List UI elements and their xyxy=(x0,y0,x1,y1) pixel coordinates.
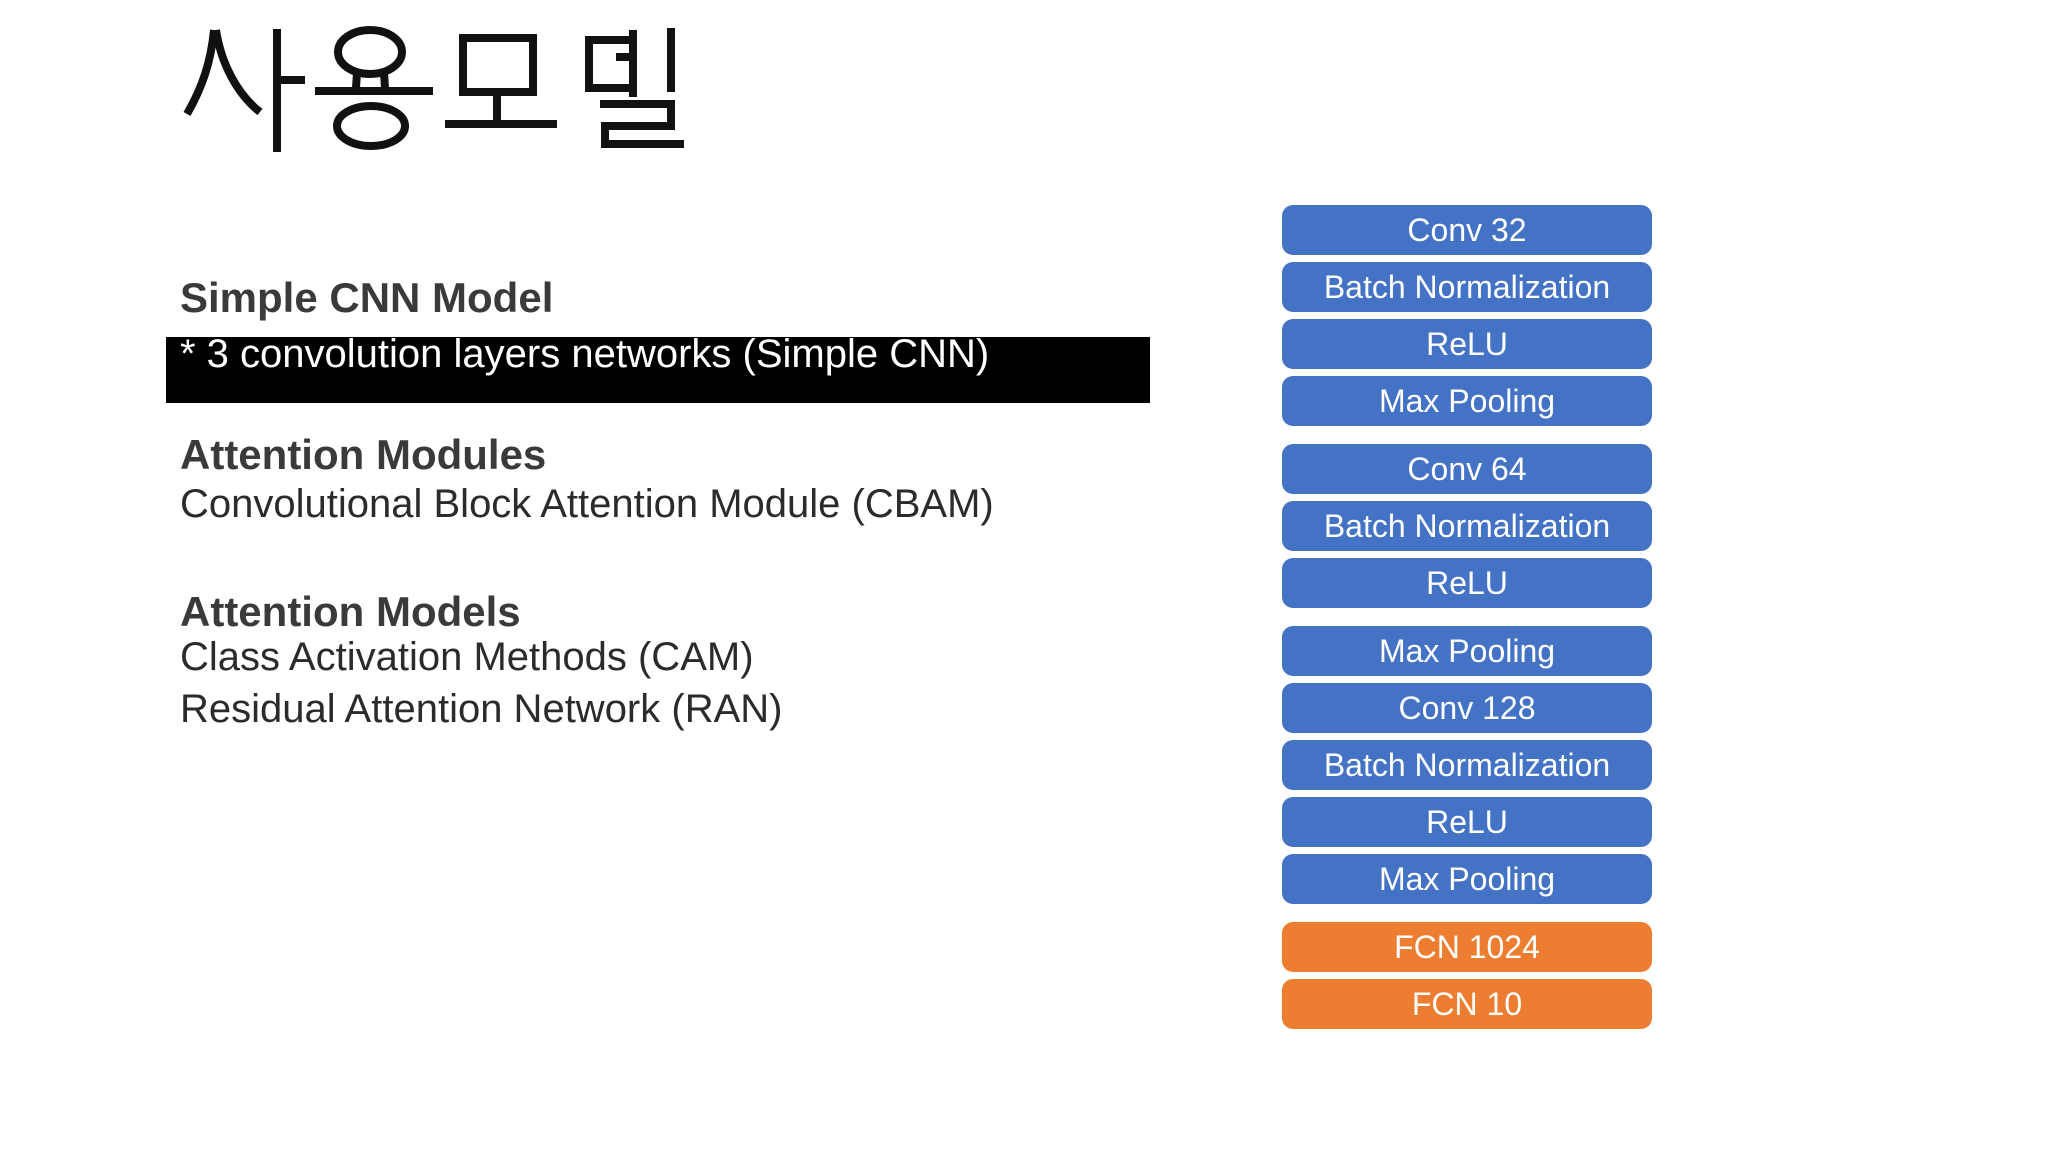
layer-relu-2: ReLU xyxy=(1282,558,1652,608)
layer-max-pooling-1: Max Pooling xyxy=(1282,376,1652,426)
section-heading-attention-models: Attention Models xyxy=(180,588,521,635)
highlighted-note-bar: * 3 convolution layers networks (Simple … xyxy=(166,337,1150,403)
conv-stage-2: Conv 64 Batch Normalization ReLU xyxy=(1282,444,1652,608)
layer-relu-3: ReLU xyxy=(1282,797,1652,847)
layer-relu-1: ReLU xyxy=(1282,319,1652,369)
slide-title: 사용모델 xyxy=(183,20,700,160)
layer-conv-128: Conv 128 xyxy=(1282,683,1652,733)
layer-batch-norm-2: Batch Normalization xyxy=(1282,501,1652,551)
layer-batch-norm-3: Batch Normalization xyxy=(1282,740,1652,790)
layer-fcn-10: FCN 10 xyxy=(1282,979,1652,1029)
section-heading-simple-cnn-model: Simple CNN Model xyxy=(180,274,554,321)
fcn-stage: FCN 1024 FCN 10 xyxy=(1282,922,1652,1029)
section-heading-attention-modules: Attention Modules xyxy=(180,431,547,478)
line-cbam: Convolutional Block Attention Module (CB… xyxy=(180,482,994,526)
layer-fcn-1024: FCN 1024 xyxy=(1282,922,1652,972)
layer-conv-64: Conv 64 xyxy=(1282,444,1652,494)
conv-stage-1: Conv 32 Batch Normalization ReLU Max Poo… xyxy=(1282,205,1652,426)
line-ran: Residual Attention Network (RAN) xyxy=(180,687,783,731)
line-cam: Class Activation Methods (CAM) xyxy=(180,635,754,679)
slide-title-glyphs xyxy=(183,26,684,152)
layer-conv-32: Conv 32 xyxy=(1282,205,1652,255)
layer-batch-norm-1: Batch Normalization xyxy=(1282,262,1652,312)
layer-max-pooling-3: Max Pooling xyxy=(1282,854,1652,904)
conv-stage-3: Max Pooling Conv 128 Batch Normalization… xyxy=(1282,626,1652,904)
layer-max-pooling-2: Max Pooling xyxy=(1282,626,1652,676)
highlighted-note-text: * 3 convolution layers networks (Simple … xyxy=(180,337,990,376)
model-architecture-diagram: Conv 32 Batch Normalization ReLU Max Poo… xyxy=(1282,205,1652,1029)
